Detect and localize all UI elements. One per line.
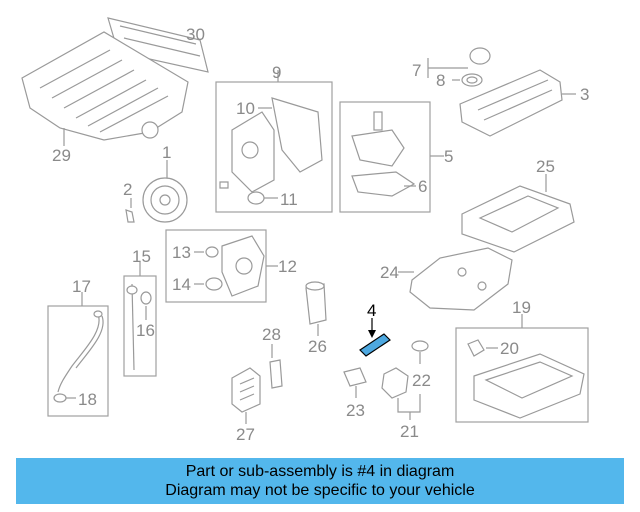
caption-banner: Part or sub-assembly is #4 in diagram Di… <box>16 458 624 504</box>
oil-filter-part-26 <box>305 281 327 336</box>
label-22: 22 <box>412 371 431 390</box>
cap-seal-part-8 <box>461 73 483 87</box>
dipstick-part-15 <box>126 283 138 371</box>
label-11: 11 <box>280 190 298 209</box>
label-4: 4 <box>367 301 376 320</box>
label-15: 15 <box>132 247 151 266</box>
drain-plug-part-20 <box>467 339 498 357</box>
label-29: 29 <box>52 146 71 165</box>
label-20: 20 <box>500 339 519 358</box>
timing-cover-gasket-part-9 <box>271 97 323 173</box>
label-5: 5 <box>444 147 453 166</box>
o-ring-part-18 <box>53 393 76 403</box>
label-8: 8 <box>436 71 445 90</box>
label-6: 6 <box>418 177 427 196</box>
lower-oil-pan-part-19 <box>473 353 585 419</box>
label-16: 16 <box>136 321 155 340</box>
caption-line-2: Diagram may not be specific to your vehi… <box>165 482 475 499</box>
oil-pump-part-12 <box>221 235 265 297</box>
label-1: 1 <box>162 143 171 162</box>
label-18: 18 <box>78 390 97 409</box>
label-23: 23 <box>346 401 365 420</box>
cover-part-24 <box>398 247 513 311</box>
clip-part-28 <box>269 344 283 389</box>
label-14: 14 <box>172 275 191 294</box>
seal-part-13 <box>205 246 219 258</box>
intake-manifold-part-29 <box>21 31 189 146</box>
label-13: 13 <box>172 243 191 262</box>
label-9: 9 <box>272 63 281 82</box>
bracket-part-23 <box>343 367 367 398</box>
gasket-part-6 <box>351 171 416 197</box>
timing-cover-part-10 <box>231 111 275 193</box>
label-10: 10 <box>236 99 255 118</box>
sensor-part-5 <box>351 111 405 167</box>
tube-group-box <box>47 305 109 417</box>
seal-part-22 <box>411 340 429 364</box>
seal-part-14 <box>205 277 223 291</box>
part-4-highlighted[interactable] <box>359 318 391 357</box>
parts-diagram: 30 29 1 2 9 10 11 <box>21 17 589 444</box>
label-17: 17 <box>72 277 91 296</box>
pulley-bolt-part-2 <box>125 198 135 223</box>
module-part-27 <box>231 367 261 424</box>
label-7: 7 <box>412 61 421 80</box>
label-2: 2 <box>123 180 132 199</box>
timing-cover-group-box <box>215 81 333 213</box>
oil-pan-part-25 <box>461 174 575 253</box>
dipstick-tube-part-16 <box>140 291 152 320</box>
guide-tube-part-17 <box>57 310 104 393</box>
label-21: 21 <box>400 422 419 441</box>
label-28: 28 <box>262 325 281 344</box>
valve-cover-part-3 <box>459 69 576 137</box>
label-30: 30 <box>186 25 205 44</box>
crank-pulley-part-1 <box>142 160 188 223</box>
label-19: 19 <box>512 298 531 317</box>
sensor-part-21 <box>381 367 421 420</box>
label-3: 3 <box>580 85 589 104</box>
oil-cap-part-7 <box>427 47 491 78</box>
label-25: 25 <box>536 157 555 176</box>
label-12: 12 <box>278 257 297 276</box>
label-27: 27 <box>236 425 255 444</box>
label-26: 26 <box>308 337 327 356</box>
label-24: 24 <box>380 263 399 282</box>
part-5-group-box <box>339 101 431 213</box>
caption-line-1: Part or sub-assembly is #4 in diagram <box>185 463 455 480</box>
